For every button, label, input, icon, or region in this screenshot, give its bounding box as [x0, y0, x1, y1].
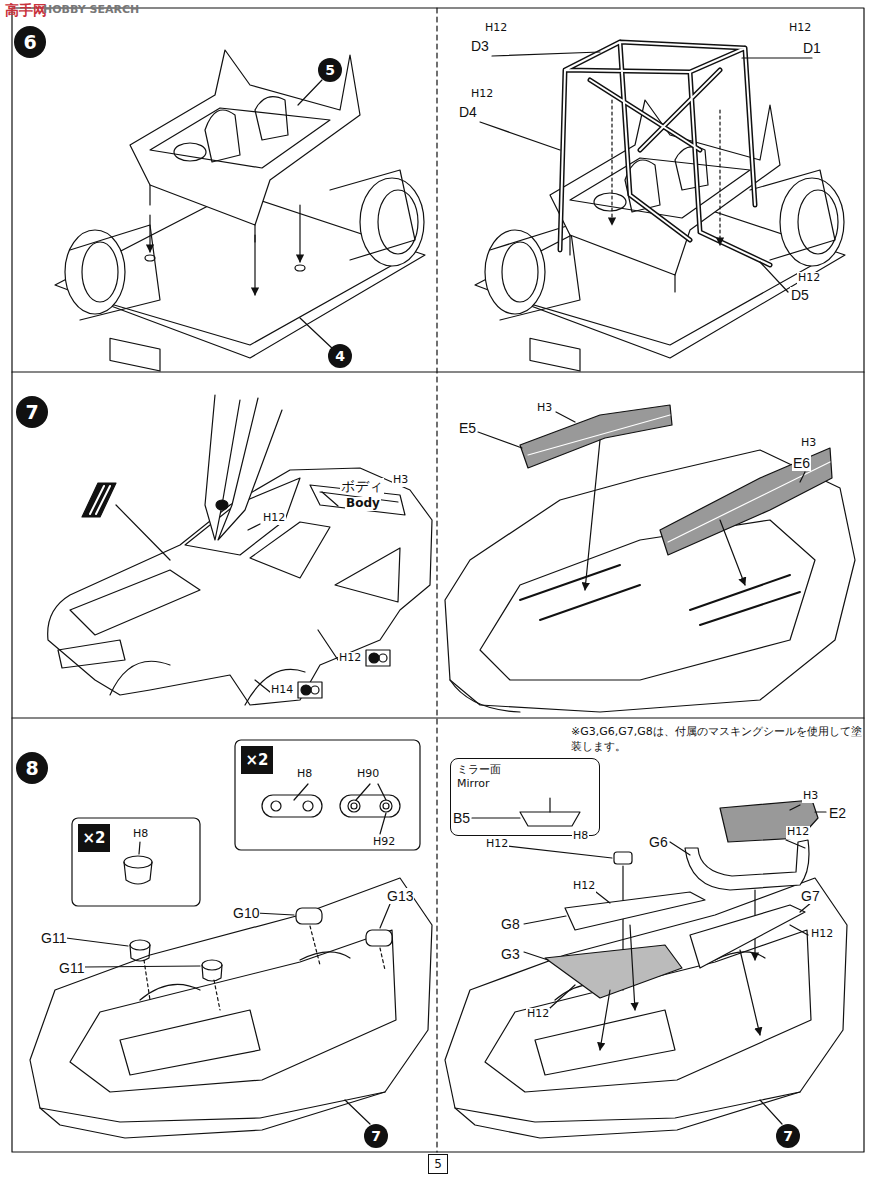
node-heading: ×2 [245, 751, 268, 769]
part-label: G10 [232, 905, 260, 921]
node-heading: 5 [325, 62, 335, 78]
part-label: D1 [802, 40, 822, 56]
assembly-arrows [145, 80, 334, 350]
paint-code: H12 [786, 826, 810, 839]
paint-code: H8 [296, 768, 313, 781]
watermark: HOBBY SEARCH [42, 4, 140, 17]
paint-code: H8 [132, 828, 149, 841]
part-label: G11 [58, 960, 85, 976]
paint-code: H12 [262, 512, 286, 525]
inset-box [235, 740, 420, 850]
part-label: G3 [500, 946, 521, 962]
part-label: G8 [500, 916, 521, 932]
leader-lines [524, 805, 826, 1124]
paint-code: H12 [788, 22, 812, 35]
g11-part [124, 856, 222, 981]
node-heading: 6 [23, 31, 36, 53]
part-label: G13 [386, 888, 414, 904]
paint-code: H12 [797, 272, 821, 285]
paint-icons [298, 650, 390, 698]
node-heading: ×2 [82, 829, 105, 847]
node-heading: ミラー面 [457, 763, 501, 777]
interior-tub [130, 50, 360, 242]
roll-cage [560, 42, 770, 265]
paint-code: H12 [485, 838, 509, 851]
step-number: 7 [16, 396, 48, 428]
inset-box [72, 818, 200, 906]
paint-code: H3 [392, 474, 409, 487]
callout-number: 7 [776, 1124, 800, 1148]
body-underside [445, 878, 847, 1138]
paint-code: H3 [802, 790, 819, 803]
g8-g7-g3-parts [545, 892, 805, 1050]
quantity-badge: ×2 [241, 746, 273, 774]
callout-number: 7 [364, 1124, 388, 1148]
leader-lines [248, 492, 338, 692]
part-label: G7 [800, 888, 821, 904]
panel-divider [12, 717, 864, 718]
body-underside [30, 878, 432, 1138]
paint-code: H3 [800, 437, 817, 450]
node-heading: 4 [335, 348, 345, 364]
node-heading: 7 [25, 401, 38, 423]
quantity-badge: ×2 [78, 824, 110, 852]
step-number: 6 [14, 26, 46, 58]
mirror-inset-box: ミラー面Mirror [450, 758, 600, 836]
e6-panel [660, 448, 832, 555]
page-frame [12, 8, 864, 1152]
leader-lines [480, 52, 812, 292]
paint-code: H90 [356, 768, 380, 781]
node-heading: 7 [783, 1128, 793, 1144]
decal-icon [82, 483, 170, 560]
paint-code: H12 [470, 88, 494, 101]
page-number: 5 [428, 1154, 448, 1174]
node-heading: 5 [434, 1157, 442, 1171]
part-label: B5 [452, 810, 471, 826]
part-label: D3 [470, 38, 490, 54]
part-label: Body [345, 497, 381, 511]
paint-code: H92 [372, 836, 396, 849]
part-label: D5 [790, 287, 810, 303]
paint-code: H8 [572, 830, 589, 843]
paint-code: H14 [270, 684, 294, 697]
g10-g13-parts [262, 795, 400, 946]
note-text: ※G3,G6,G7,G8は、付属のマスキングシールを使用して塗装します。 [570, 724, 864, 755]
part-label: E2 [828, 805, 847, 821]
node-heading: 8 [25, 757, 38, 779]
leader-lines [66, 784, 390, 1124]
part-label: ボディ [340, 478, 384, 494]
part-label: G11 [40, 930, 67, 946]
paint-code: H12 [810, 928, 834, 941]
watermark: 高手网 [4, 2, 48, 18]
panel-divider [436, 8, 437, 1152]
callout-number: 5 [318, 58, 342, 82]
paint-code: H12 [572, 880, 596, 893]
paint-code: H12 [484, 22, 508, 35]
node-subtext: Mirror [457, 777, 489, 791]
part-label: E6 [792, 455, 811, 471]
panel-divider [12, 371, 864, 372]
node-heading: 7 [371, 1128, 381, 1144]
leader-lines [478, 412, 805, 590]
part-label: D4 [458, 104, 478, 120]
part-label: G6 [648, 834, 669, 850]
paint-code: H3 [536, 402, 553, 415]
part-label: E5 [458, 420, 477, 436]
paint-code: H12 [526, 1008, 550, 1021]
paint-code: H12 [338, 652, 362, 665]
callout-number: 4 [328, 344, 352, 368]
step-number: 8 [16, 752, 48, 784]
roll-cage [560, 42, 770, 265]
